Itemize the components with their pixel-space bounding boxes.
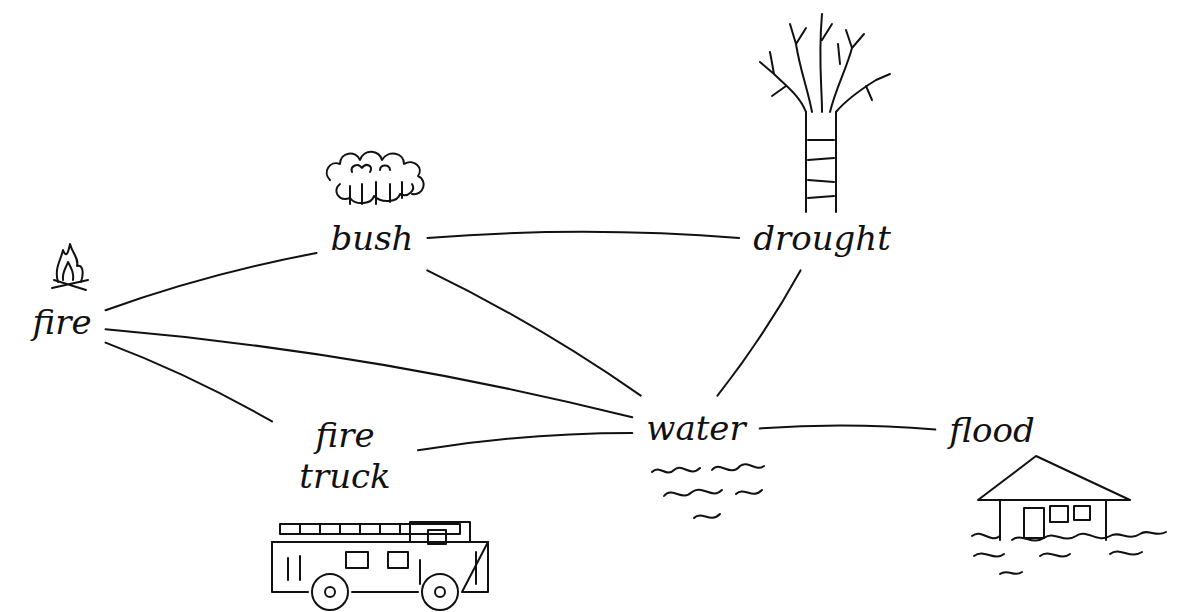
dead-tree-icon	[760, 14, 890, 212]
concept-label: fire	[32, 302, 91, 343]
concept-node: water	[640, 404, 751, 453]
connector-line	[717, 270, 800, 395]
concept-label: bush	[330, 218, 413, 259]
connector-line	[427, 270, 641, 395]
concept-node: fire truck	[280, 411, 410, 501]
connector-line	[106, 253, 317, 310]
concept-label: fire truck	[286, 415, 404, 497]
water-waves	[652, 464, 764, 518]
concept-node: flood	[943, 406, 1040, 455]
bush-icon	[327, 152, 424, 204]
flooded-house-icon	[972, 456, 1166, 574]
concept-label: water	[646, 408, 745, 449]
concept-node: fire	[26, 298, 97, 347]
flame-icon	[52, 244, 88, 290]
connector-line	[106, 329, 633, 417]
concept-label: flood	[949, 410, 1034, 451]
fire-truck-icon	[272, 522, 488, 610]
concept-node: drought	[747, 214, 897, 263]
connector-line	[428, 232, 740, 238]
concept-label: drought	[753, 218, 891, 259]
connector-line	[106, 343, 272, 422]
connector-line	[760, 425, 936, 429]
concept-node: bush	[324, 214, 419, 263]
connector-line	[418, 433, 632, 450]
